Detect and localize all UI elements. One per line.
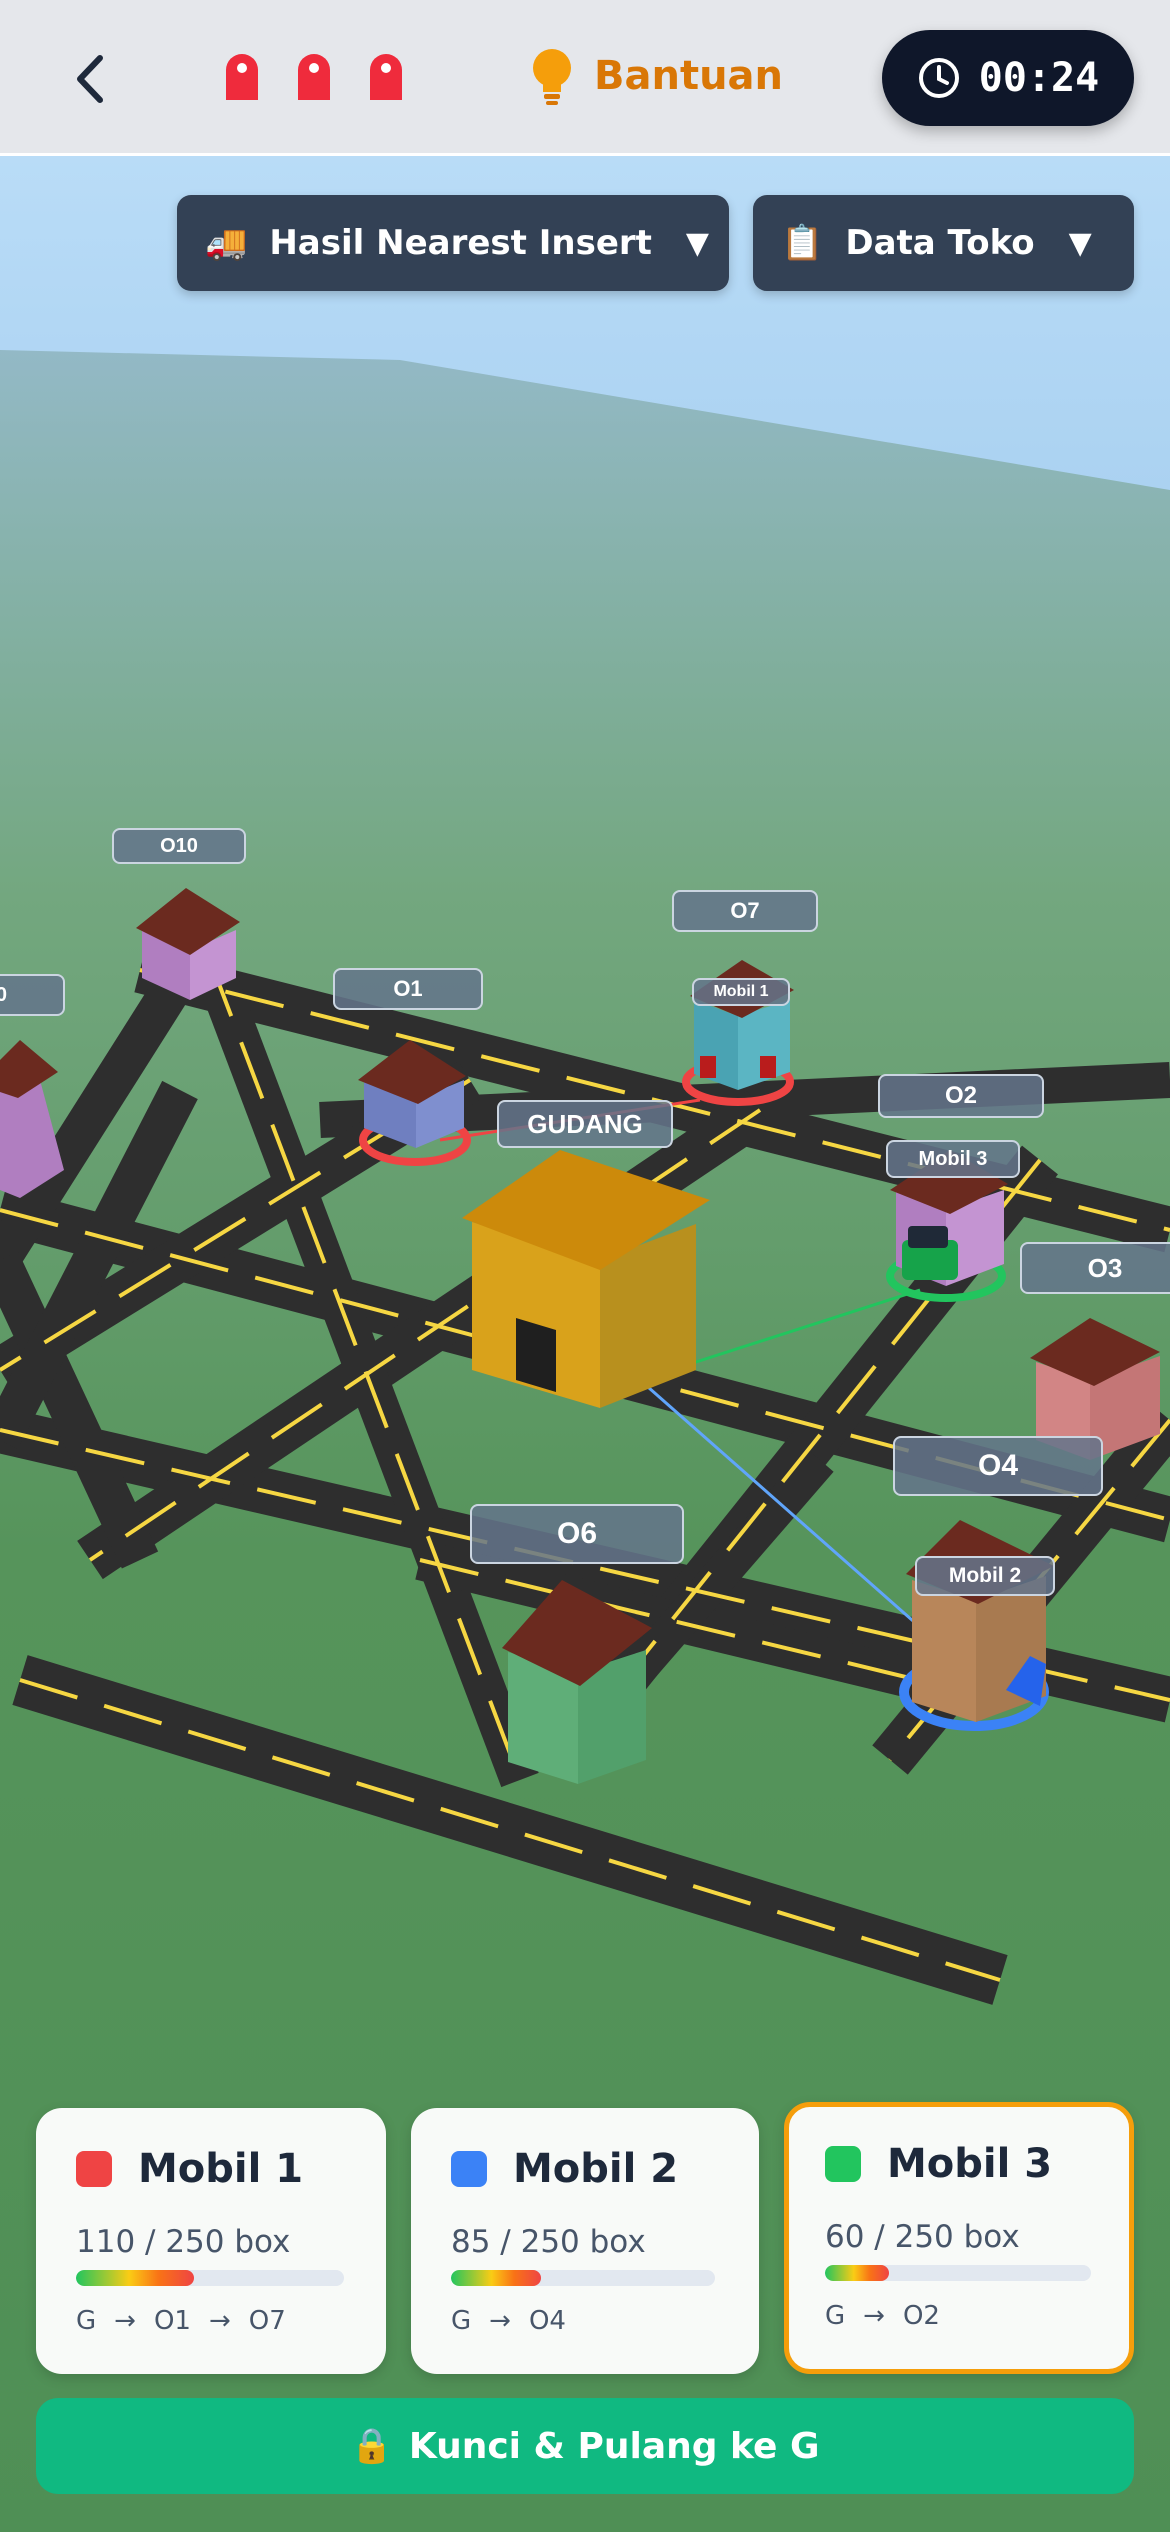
label-o6: O6 <box>470 1504 684 1564</box>
hint-label: Bantuan <box>594 53 784 99</box>
vehicle-color-swatch <box>76 2151 112 2187</box>
lightbulb-icon <box>533 49 571 105</box>
route-stop: O2 <box>902 2301 940 2331</box>
caret-down-icon: ▼ <box>1068 225 1092 261</box>
vehicle-card[interactable]: Mobil 1 110 / 250 box G → O1 → O7 <box>36 2108 386 2374</box>
vehicle-card-header: Mobil 3 <box>825 2141 1052 2187</box>
label-o7: O7 <box>672 890 818 932</box>
route-arrow-icon: → <box>208 2306 231 2336</box>
label-o3: O3 <box>1020 1242 1170 1294</box>
vehicle-capacity: 110 / 250 box <box>76 2224 291 2260</box>
store-data-dropdown-label: Data Toko <box>845 223 1035 263</box>
building-o2[interactable] <box>886 1150 1008 1302</box>
route-arrow-icon: → <box>114 2306 136 2336</box>
vehicle-name: Mobil 1 <box>138 2146 304 2192</box>
lock-and-return-button[interactable]: 🔒 Kunci & Pulang ke G <box>36 2398 1134 2494</box>
route-arrow-icon: → <box>863 2301 885 2331</box>
label-o1: O1 <box>333 968 483 1010</box>
label-o10: O10 <box>112 828 246 864</box>
vehicle-capacity: 60 / 250 box <box>825 2219 1020 2255</box>
vehicle-card[interactable]: Mobil 2 85 / 250 box G → O4 <box>411 2108 759 2374</box>
load-bar <box>76 2270 344 2286</box>
load-bar-fill <box>451 2270 541 2286</box>
hint-button[interactable]: Bantuan <box>530 46 783 106</box>
warehouse-gudang[interactable] <box>462 1150 710 1408</box>
marker-pin-icon <box>226 54 258 100</box>
caret-down-icon: ▼ <box>685 225 709 261</box>
top-bar: Bantuan 00:24 <box>0 0 1170 156</box>
building-o10[interactable] <box>136 888 240 1000</box>
route-stop: O4 <box>528 2306 566 2336</box>
lives-indicator <box>222 50 406 102</box>
load-bar-fill <box>825 2265 889 2281</box>
route-stop: G <box>76 2306 97 2336</box>
back-button[interactable] <box>62 44 122 114</box>
building-partial[interactable] <box>0 1040 64 1198</box>
marker-pin-icon <box>298 54 330 100</box>
route-stop: O1 <box>153 2306 191 2336</box>
lock-icon: 🔒 <box>350 2426 393 2466</box>
vehicle-name: Mobil 3 <box>887 2141 1053 2187</box>
map-scene[interactable]: 🚚 Hasil Nearest Insert ▼ 📋 Data Toko ▼ O… <box>0 156 1170 2532</box>
vehicle-card-header: Mobil 1 <box>76 2146 303 2192</box>
label-mobil-3: Mobil 3 <box>886 1140 1020 1178</box>
building-o6[interactable] <box>502 1580 652 1784</box>
vehicle-capacity: 85 / 250 box <box>451 2224 646 2260</box>
route-arrow-icon: → <box>489 2306 511 2336</box>
building-o1[interactable] <box>358 1040 471 1166</box>
vehicle-route: G → O4 <box>451 2306 566 2336</box>
chevron-left-icon <box>77 55 103 103</box>
timer: 00:24 <box>882 30 1134 126</box>
vehicle-name: Mobil 2 <box>513 2146 679 2192</box>
route-stop: G <box>451 2306 472 2336</box>
label-o2: O2 <box>878 1074 1044 1118</box>
store-data-dropdown[interactable]: 📋 Data Toko ▼ <box>753 195 1134 291</box>
label-mobil-1: Mobil 1 <box>692 978 790 1006</box>
clock-icon <box>918 58 959 98</box>
vehicle-card-header: Mobil 2 <box>451 2146 678 2192</box>
vehicle-color-swatch <box>825 2146 861 2182</box>
building-o3[interactable] <box>1030 1318 1160 1460</box>
vehicle-route: G → O2 <box>825 2301 940 2331</box>
lock-and-return-label: Kunci & Pulang ke G <box>408 2425 820 2467</box>
timer-value: 00:24 <box>978 55 1100 101</box>
load-bar <box>451 2270 715 2286</box>
route-stop: O7 <box>248 2306 286 2336</box>
vehicle-color-swatch <box>451 2151 487 2187</box>
vehicle-card-selected[interactable]: Mobil 3 60 / 250 box G → O2 <box>784 2102 1134 2374</box>
result-dropdown[interactable]: 🚚 Hasil Nearest Insert ▼ <box>177 195 729 291</box>
clipboard-icon: 📋 <box>781 223 824 263</box>
label-o4: O4 <box>893 1436 1103 1496</box>
route-stop: G <box>825 2301 846 2331</box>
load-bar-fill <box>76 2270 194 2286</box>
load-bar <box>825 2265 1091 2281</box>
label-partial: 0 <box>0 974 65 1016</box>
label-mobil-2: Mobil 2 <box>915 1556 1055 1596</box>
label-gudang: GUDANG <box>497 1100 673 1148</box>
ground-plane <box>0 350 1170 2532</box>
vehicle-route: G → O1 → O7 <box>76 2306 286 2336</box>
result-dropdown-label: Hasil Nearest Insert <box>269 223 652 263</box>
marker-pin-icon <box>370 54 402 100</box>
truck-icon: 🚚 <box>205 223 248 263</box>
